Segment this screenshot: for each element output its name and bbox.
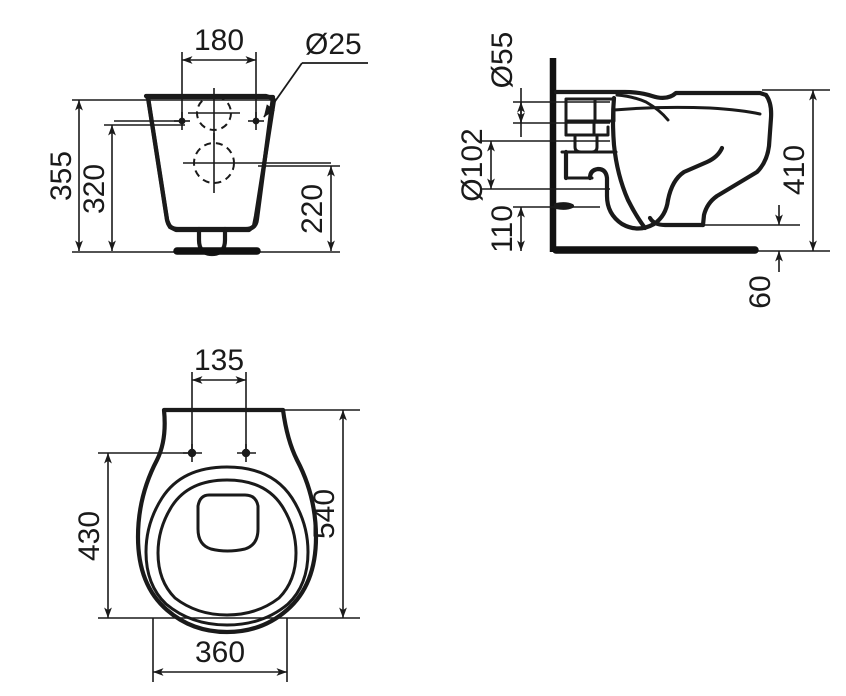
side-bowl-inner-upper xyxy=(615,93,670,122)
side-bowl-wall-main xyxy=(610,95,648,231)
side-bowl-rim-ellipse xyxy=(612,105,762,116)
side-dim-60-label: 60 xyxy=(744,275,777,308)
front-d25-label: Ø25 xyxy=(305,28,362,61)
front-dim-220-label: 220 xyxy=(296,184,329,234)
plan-view: 135 430 540 360 xyxy=(73,344,360,682)
side-flush-inlet-assembly xyxy=(564,97,616,137)
side-dim-410-label: 410 xyxy=(778,145,811,195)
side-dim-d102-label: Ø102 xyxy=(456,128,489,201)
side-section-view: Ø55 Ø102 110 410 60 xyxy=(456,32,830,309)
front-elevation-view: 180 Ø25 355 320 220 xyxy=(45,24,368,257)
side-dim-110-label: 110 xyxy=(486,205,519,253)
side-outlet-socket xyxy=(560,133,618,181)
plan-seat-ring-inner xyxy=(156,478,298,617)
side-rear-skirt xyxy=(647,215,706,228)
plan-inner-opening xyxy=(196,493,260,553)
plan-dim-360-label: 360 xyxy=(195,636,245,669)
side-bowl-bottom xyxy=(665,145,725,203)
front-dim-180-label: 180 xyxy=(194,24,244,57)
plan-pan-outline xyxy=(135,407,319,635)
front-d25-leader-slant xyxy=(263,62,303,118)
front-dim-355-label: 355 xyxy=(45,151,78,201)
side-dim-d55-label: Ø55 xyxy=(486,32,519,89)
plan-dim-135-label: 135 xyxy=(194,344,244,377)
side-outer-shell xyxy=(700,92,774,228)
front-dim-320-label: 320 xyxy=(78,164,111,214)
front-pan-body xyxy=(145,94,276,232)
plan-dim-540-label: 540 xyxy=(308,489,341,539)
plan-seat-ring-outer xyxy=(144,465,310,627)
side-rim-outline xyxy=(553,89,769,101)
plan-dim-430-label: 430 xyxy=(73,511,106,561)
